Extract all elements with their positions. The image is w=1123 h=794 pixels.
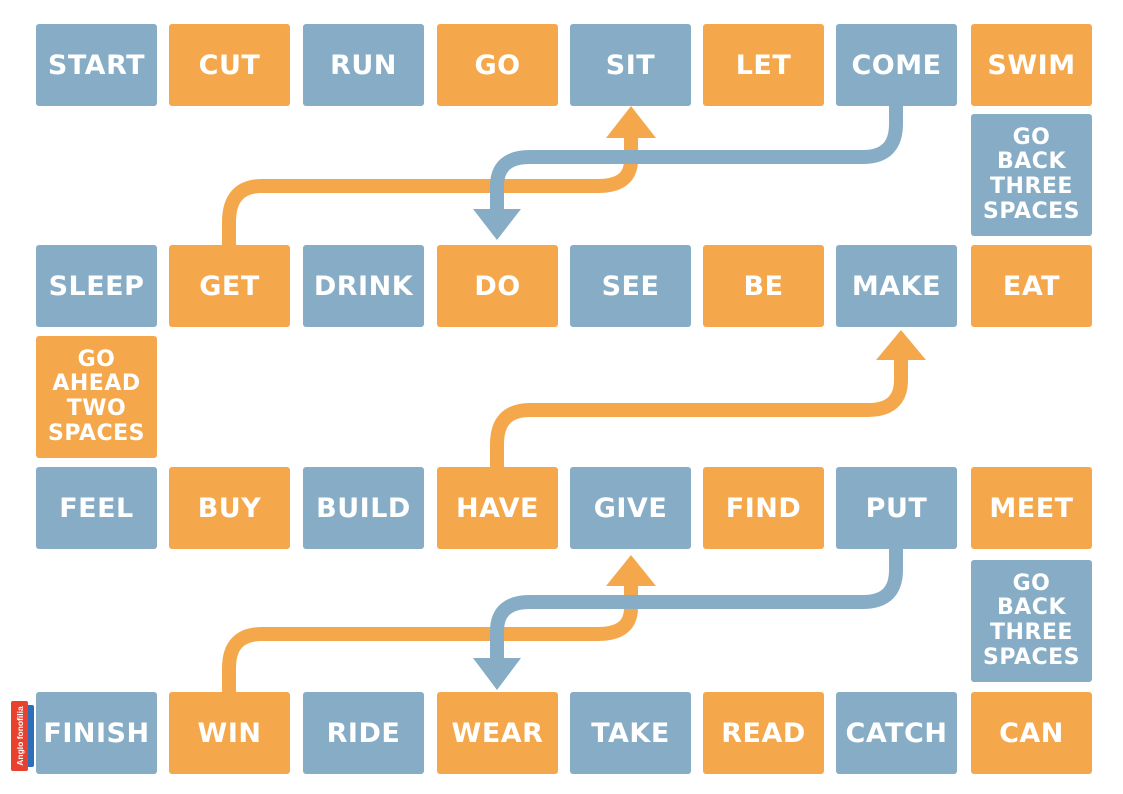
tile-run[interactable]: RUN <box>303 24 424 106</box>
tile-build[interactable]: BUILD <box>303 467 424 549</box>
bonus-line: SPACES <box>983 644 1080 670</box>
bonus-line: TWO <box>66 396 127 421</box>
tile-label: FINISH <box>43 717 150 749</box>
tile-label: READ <box>721 717 806 749</box>
tile-do[interactable]: DO <box>437 245 558 327</box>
logo-flag-icon <box>28 705 34 767</box>
ladder-win-to-give-arrow <box>222 555 656 692</box>
bonus-line: THREE <box>990 174 1073 199</box>
bonus-line: SPACES <box>48 420 145 446</box>
tile-label: TAKE <box>591 717 670 749</box>
bonus-line: THREE <box>990 620 1073 645</box>
bonus-line: GO AHEAD <box>52 346 141 397</box>
tile-label: BUILD <box>316 492 411 524</box>
tile-eat[interactable]: EAT <box>971 245 1092 327</box>
tile-label: GET <box>199 270 260 302</box>
tile-sleep[interactable]: SLEEP <box>36 245 157 327</box>
tile-label: WEAR <box>451 717 544 749</box>
arrow-shaft <box>490 356 908 467</box>
ladder-have-to-make-arrow <box>490 330 926 467</box>
tile-sit[interactable]: SIT <box>570 24 691 106</box>
tile-drink[interactable]: DRINK <box>303 245 424 327</box>
bonus-label: GO BACK THREE SPACES <box>971 124 1092 225</box>
bonus-line: GO BACK <box>997 124 1066 175</box>
tile-find[interactable]: FIND <box>703 467 824 549</box>
bonus-line: SPACES <box>983 198 1080 224</box>
tile-label: GIVE <box>593 492 668 524</box>
anglo-fonofilia-logo: Anglo fonofilia <box>11 701 34 771</box>
arrow-shaft <box>222 582 638 692</box>
tile-label: CATCH <box>845 717 948 749</box>
arrowhead-icon <box>876 330 926 360</box>
tile-label: FIND <box>725 492 802 524</box>
tile-can[interactable]: CAN <box>971 692 1092 774</box>
tile-label: SWIM <box>987 49 1076 81</box>
tile-ride[interactable]: RIDE <box>303 692 424 774</box>
arrowhead-icon <box>473 209 521 240</box>
tile-label: COME <box>851 49 942 81</box>
tile-buy[interactable]: BUY <box>169 467 290 549</box>
tile-let[interactable]: LET <box>703 24 824 106</box>
logo-text: Anglo fonofilia <box>14 706 25 766</box>
tile-meet[interactable]: MEET <box>971 467 1092 549</box>
tile-label: RIDE <box>326 717 401 749</box>
tile-label: GO <box>474 49 521 81</box>
tile-label: WIN <box>197 717 262 749</box>
tile-take[interactable]: TAKE <box>570 692 691 774</box>
tile-label: SIT <box>605 49 656 81</box>
tile-finish[interactable]: FINISH <box>36 692 157 774</box>
tile-label: PUT <box>865 492 928 524</box>
ladder-get-to-sit-arrow <box>222 106 656 245</box>
tile-see[interactable]: SEE <box>570 245 691 327</box>
tile-label: RUN <box>330 49 397 81</box>
tile-label: BE <box>743 270 784 302</box>
bonus-go-back-three-spaces[interactable]: GO BACK THREE SPACES <box>971 560 1092 682</box>
bonus-line: GO BACK <box>997 570 1066 621</box>
tile-win[interactable]: WIN <box>169 692 290 774</box>
tile-start[interactable]: START <box>36 24 157 106</box>
tile-label: HAVE <box>456 492 539 524</box>
snake-come-to-do-arrow <box>473 106 903 240</box>
tile-label: SEE <box>601 270 660 302</box>
tile-wear[interactable]: WEAR <box>437 692 558 774</box>
tile-get[interactable]: GET <box>169 245 290 327</box>
arrowhead-icon <box>606 555 656 586</box>
tile-label: CAN <box>999 717 1064 749</box>
arrow-shaft <box>490 549 903 662</box>
tile-label: SLEEP <box>48 270 145 302</box>
tile-feel[interactable]: FEEL <box>36 467 157 549</box>
tile-label: LET <box>735 49 792 81</box>
bonus-label: GO AHEAD TWO SPACES <box>36 346 157 447</box>
tile-label: DRINK <box>313 270 414 302</box>
tile-label: DO <box>474 270 521 302</box>
bonus-label: GO BACK THREE SPACES <box>971 570 1092 671</box>
tile-give[interactable]: GIVE <box>570 467 691 549</box>
bonus-go-back-three-spaces[interactable]: GO BACK THREE SPACES <box>971 114 1092 236</box>
tile-have[interactable]: HAVE <box>437 467 558 549</box>
tile-make[interactable]: MAKE <box>836 245 957 327</box>
snake-put-to-wear-arrow <box>473 549 903 690</box>
tile-come[interactable]: COME <box>836 24 957 106</box>
arrowhead-icon <box>606 106 656 138</box>
tile-read[interactable]: READ <box>703 692 824 774</box>
arrow-shaft <box>222 132 638 245</box>
tile-label: START <box>47 49 146 81</box>
bonus-go-ahead-two-spaces[interactable]: GO AHEAD TWO SPACES <box>36 336 157 458</box>
tile-go[interactable]: GO <box>437 24 558 106</box>
tile-be[interactable]: BE <box>703 245 824 327</box>
tile-put[interactable]: PUT <box>836 467 957 549</box>
tile-label: EAT <box>1002 270 1061 302</box>
arrowhead-icon <box>473 658 521 690</box>
tile-label: CUT <box>198 49 261 81</box>
tile-label: BUY <box>197 492 262 524</box>
tile-cut[interactable]: CUT <box>169 24 290 106</box>
tile-swim[interactable]: SWIM <box>971 24 1092 106</box>
tile-label: MAKE <box>851 270 942 302</box>
tile-label: FEEL <box>59 492 134 524</box>
tile-catch[interactable]: CATCH <box>836 692 957 774</box>
tile-label: MEET <box>989 492 1074 524</box>
arrow-shaft <box>490 106 903 212</box>
